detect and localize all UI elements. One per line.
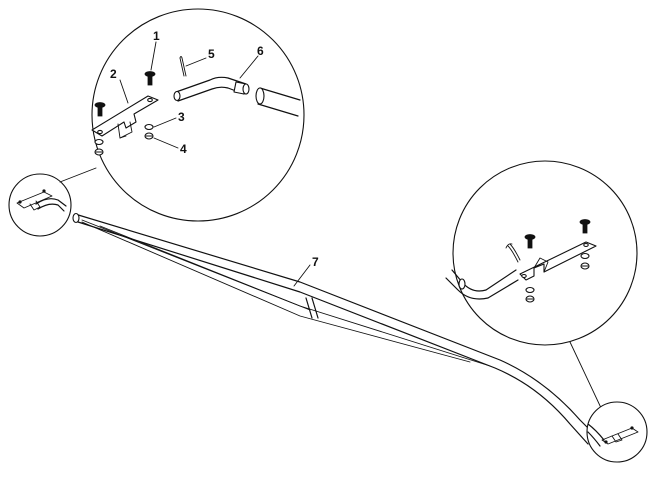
bolt-right-upper	[579, 219, 591, 234]
big-detail-circle-right	[445, 160, 638, 346]
callout-4: 4	[180, 142, 187, 156]
callout-6: 6	[257, 44, 264, 58]
small-detail-circle-left	[8, 173, 72, 237]
washer-nut-right	[144, 123, 154, 140]
leader-line-4	[153, 137, 179, 149]
washer-nut-right-a	[580, 252, 590, 270]
small-detail-circle-right	[586, 401, 648, 463]
bolt-right-lower	[524, 234, 536, 249]
leader-line-7	[293, 264, 311, 287]
callout-5: 5	[208, 47, 215, 61]
leader-line-5	[185, 57, 207, 67]
bracket-part-2	[91, 95, 159, 139]
leader-line-1	[150, 41, 157, 71]
cotter-pin-right	[505, 243, 521, 263]
bolt-lower-left	[94, 102, 106, 117]
leader-line-2	[119, 79, 129, 104]
leader-line-3	[153, 117, 177, 128]
big-detail-circle-left	[91, 8, 305, 222]
washer-nut-left	[94, 138, 104, 156]
bent-tube-part-6	[173, 76, 250, 102]
leader-line-6	[239, 55, 259, 79]
cotter-pin-part-5	[179, 56, 187, 77]
tube-segment-right	[255, 87, 301, 117]
bolt-part-1-upper	[144, 71, 156, 86]
callout-1: 1	[153, 29, 160, 43]
bracket-right	[519, 241, 597, 281]
callout-3: 3	[178, 110, 185, 124]
long-bar-part-7	[72, 212, 601, 445]
callout-7: 7	[312, 255, 319, 269]
detail-connector-left	[59, 167, 97, 183]
washer-nut-right-b	[525, 286, 535, 303]
detail-connector-right	[569, 341, 603, 411]
callout-2: 2	[110, 67, 117, 81]
